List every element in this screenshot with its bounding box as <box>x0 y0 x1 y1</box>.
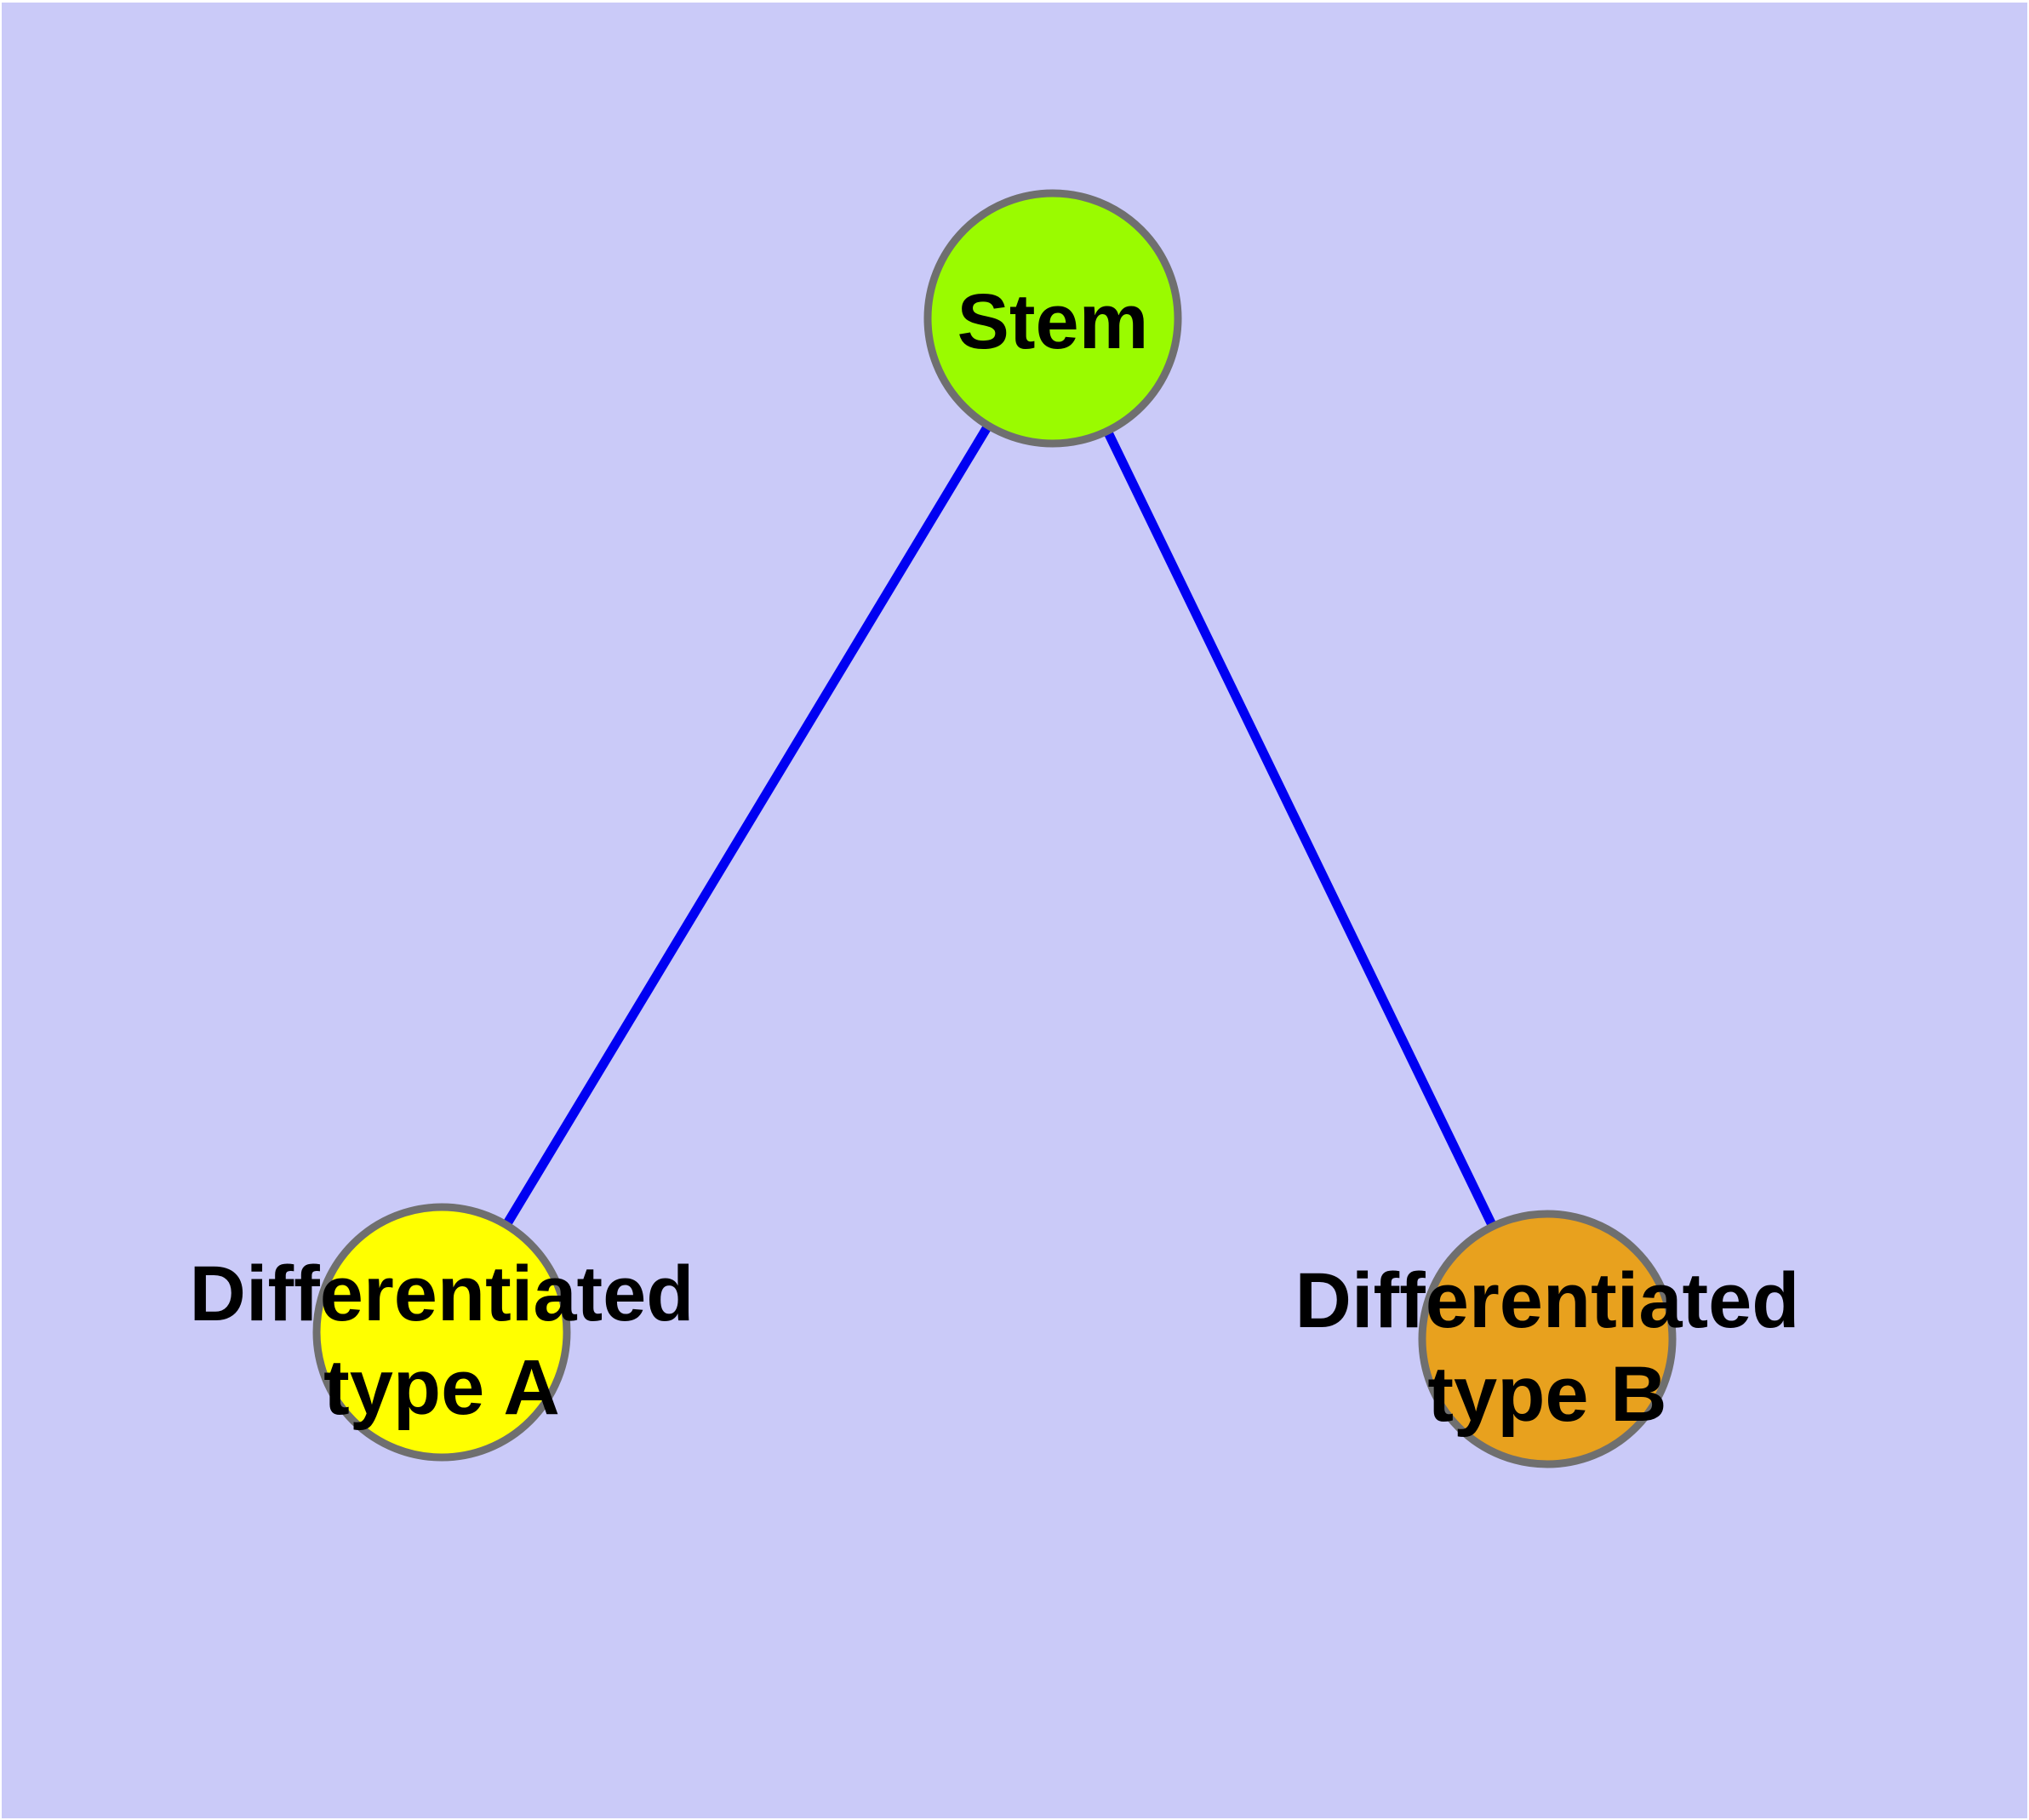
edge-stem-to-type-a <box>437 316 1057 1335</box>
node-differentiated-type-a-label-line1: Differentiated <box>190 1251 694 1337</box>
node-stem-label: Stem <box>957 278 1149 365</box>
node-differentiated-type-a-label-line2: type A <box>323 1344 560 1431</box>
node-differentiated-type-b-circle <box>1418 1210 1677 1468</box>
node-differentiated-type-a-circle <box>312 1203 571 1462</box>
edge-stem-to-type-b <box>1049 316 1552 1342</box>
node-differentiated-type-a: Differentiated type A <box>190 1203 694 1462</box>
node-differentiated-type-b-label-line1: Differentiated <box>1295 1257 1800 1344</box>
node-stem-circle <box>923 189 1182 448</box>
node-differentiated-type-b-label-line2: type B <box>1427 1351 1666 1438</box>
node-stem: Stem <box>923 189 1182 448</box>
node-differentiated-type-b: Differentiated type B <box>1295 1210 1800 1468</box>
